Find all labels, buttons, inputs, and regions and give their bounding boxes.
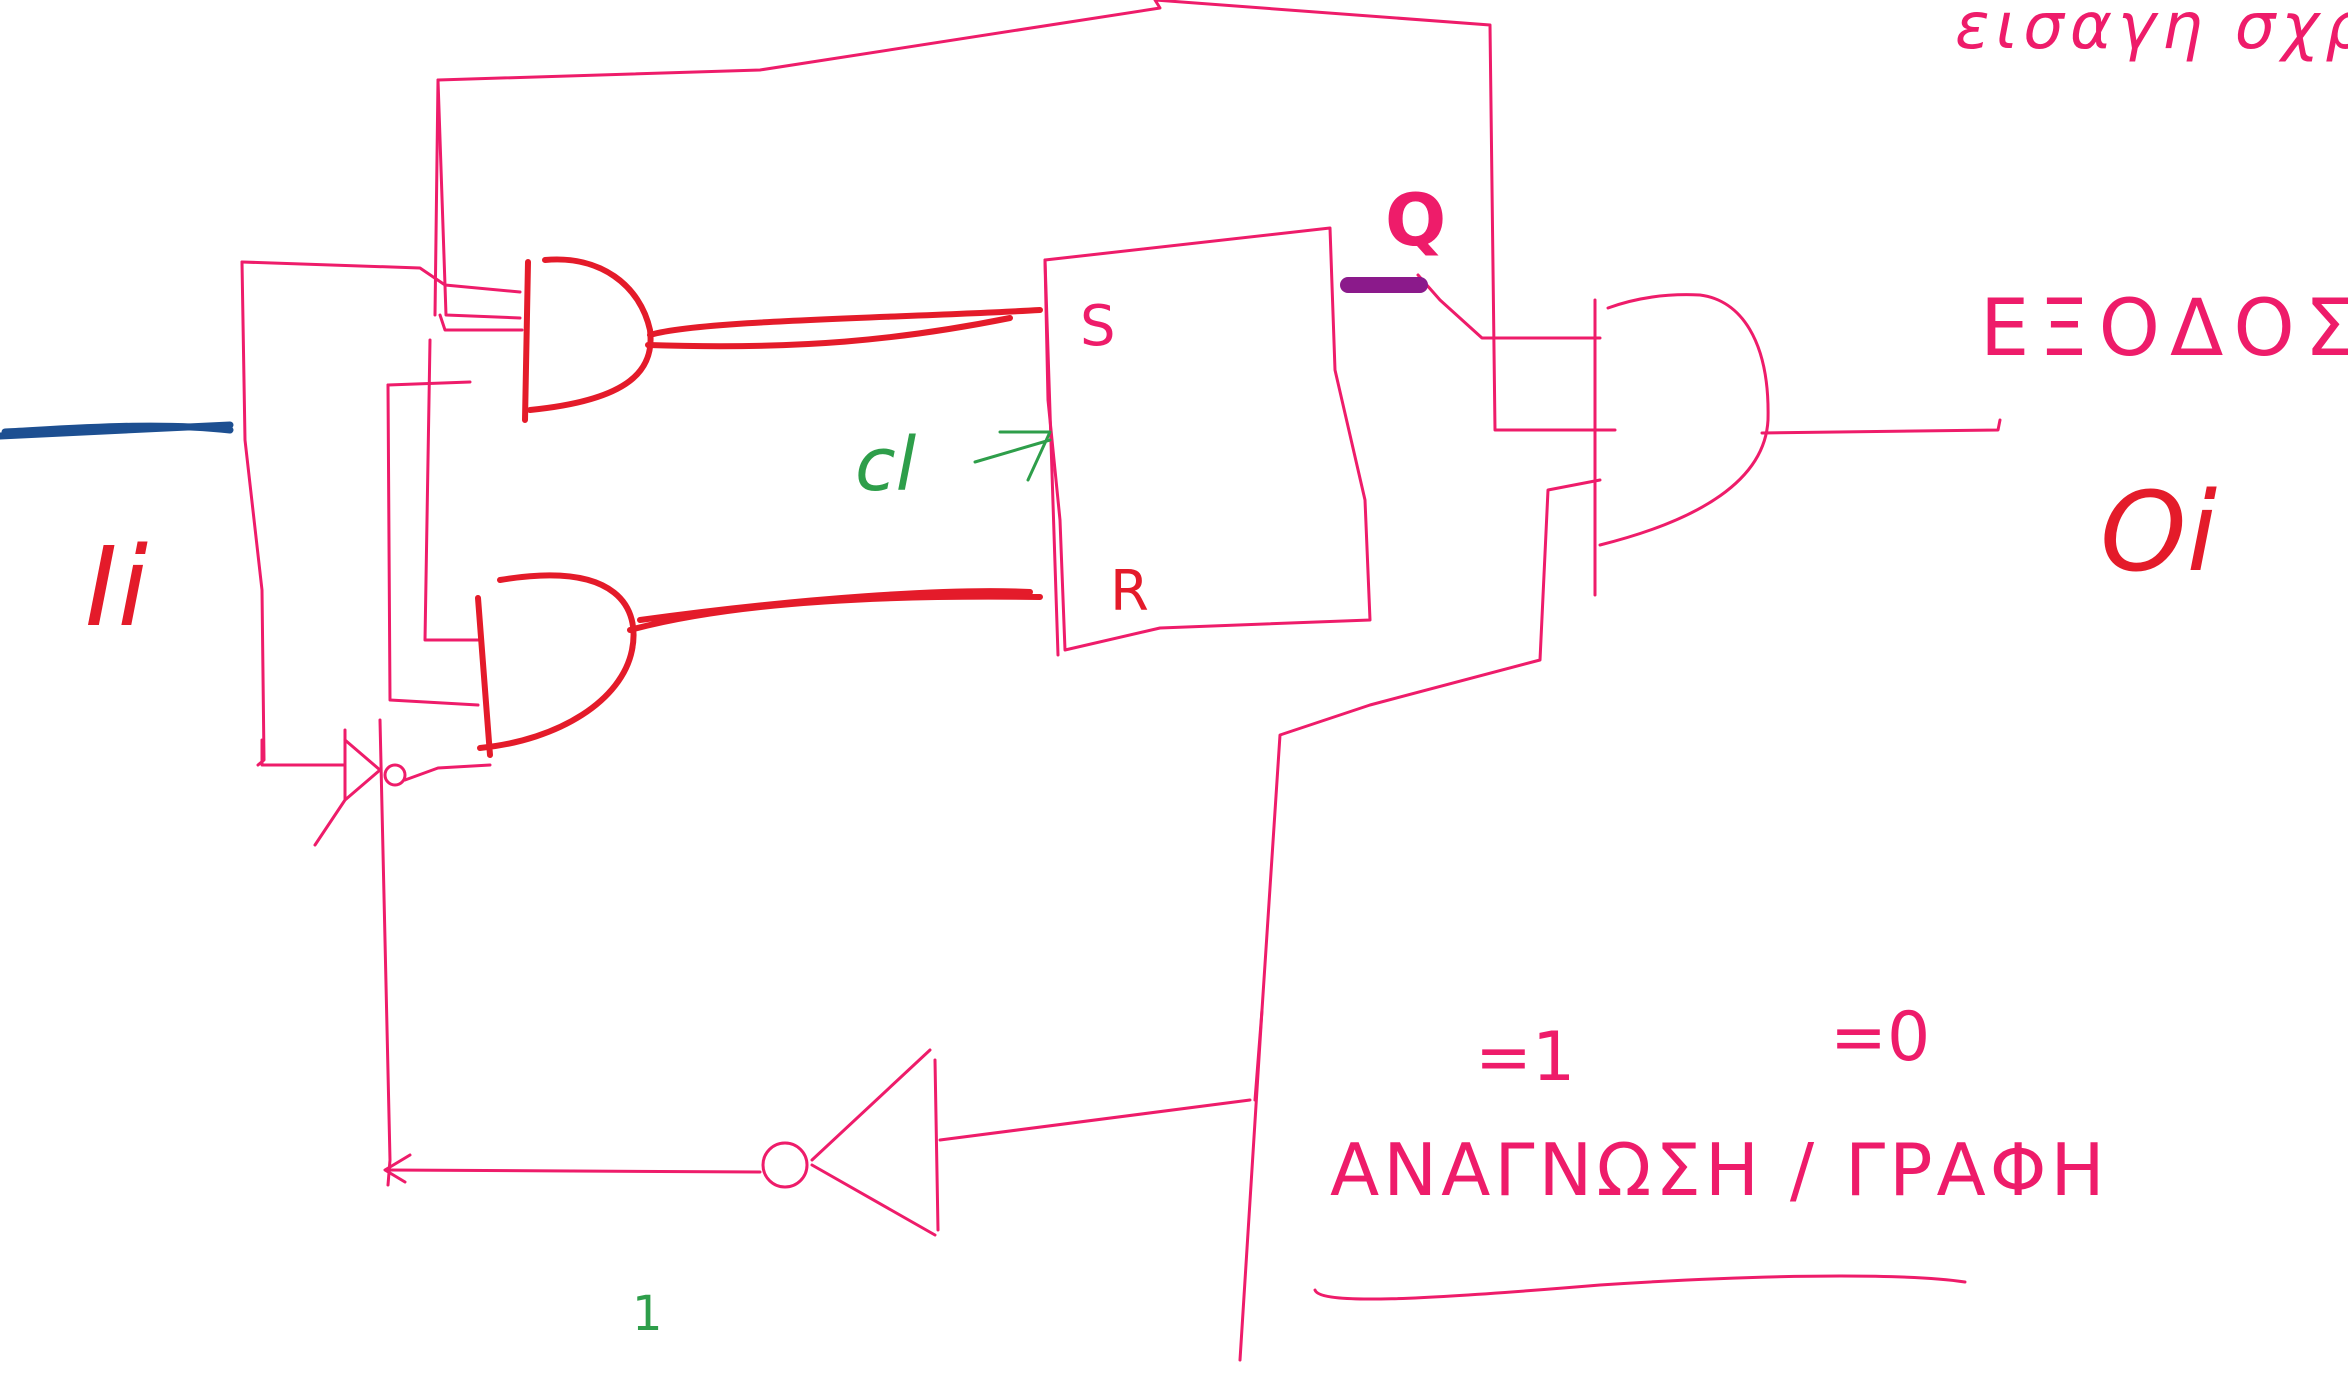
- and2-to-r-wire: [627, 588, 1043, 633]
- and2-feed-wire: [386, 383, 480, 707]
- flipflop-q-label: Q: [1385, 178, 1446, 262]
- clock-label: cl: [855, 422, 917, 508]
- read-value-label: =1: [1475, 1018, 1575, 1097]
- input-inverter: [313, 728, 382, 847]
- and1-gate: [522, 256, 654, 423]
- flipflop-s-label: S: [1080, 294, 1116, 359]
- read-write-label: ΑΝΑΓΝΩΣΗ / ΓΡΑΦΗ: [1330, 1128, 2109, 1212]
- rw-to-and1-wire: [438, 313, 524, 332]
- input-bus-wire: [240, 260, 266, 767]
- rw-vertical-wire: [1253, 478, 1602, 1102]
- and3-gate: [1593, 293, 1770, 597]
- inverter-input-wire: [938, 1098, 1252, 1142]
- output-word: ΕΞΟΔΟΣ: [1980, 284, 2348, 374]
- input-label: Ii: [85, 523, 148, 651]
- flipflop-box: [1043, 226, 1372, 652]
- loop-to-and2-wire: [386, 380, 472, 387]
- input-inverter-bubble: [383, 763, 407, 787]
- output-label: Oi: [2100, 468, 2218, 596]
- inverter-triangle: [810, 1048, 940, 1237]
- write-value-label: =0: [1830, 998, 1930, 1077]
- wiring: [240, 0, 2002, 1362]
- inverter-to-and2-wire: [403, 763, 492, 782]
- rw-to-and2-wire: [423, 338, 480, 642]
- clock-arrow: [973, 430, 1052, 482]
- bottom-mark: 1: [632, 1286, 663, 1342]
- input-to-and1-wire: [240, 260, 522, 294]
- top-right-note: εισαγη σχριά: [1955, 0, 2348, 64]
- flipflop-left-edge: [1043, 258, 1060, 657]
- rw-bottom-wire: [1238, 1008, 1264, 1362]
- input-line: [0, 421, 234, 440]
- input-to-inverter-wire: [260, 738, 347, 767]
- and2-gate: [475, 572, 637, 758]
- top-loop-wire: [433, 0, 1617, 432]
- and1-to-s-wire: [645, 307, 1043, 350]
- output-wire: [1760, 418, 2002, 435]
- left-feedback-wire: [378, 718, 392, 1187]
- and-gates: [475, 256, 1043, 758]
- q-to-and3-wire: [1416, 273, 1602, 340]
- flipflop-r-label: R: [1110, 559, 1149, 624]
- bottom-feedback-wire: [386, 1168, 762, 1174]
- top-loop-down-wire: [436, 78, 522, 320]
- rw-underline: [1313, 1274, 1967, 1301]
- feedback-arrow: [383, 1153, 412, 1184]
- inverter-bubble: [761, 1141, 809, 1189]
